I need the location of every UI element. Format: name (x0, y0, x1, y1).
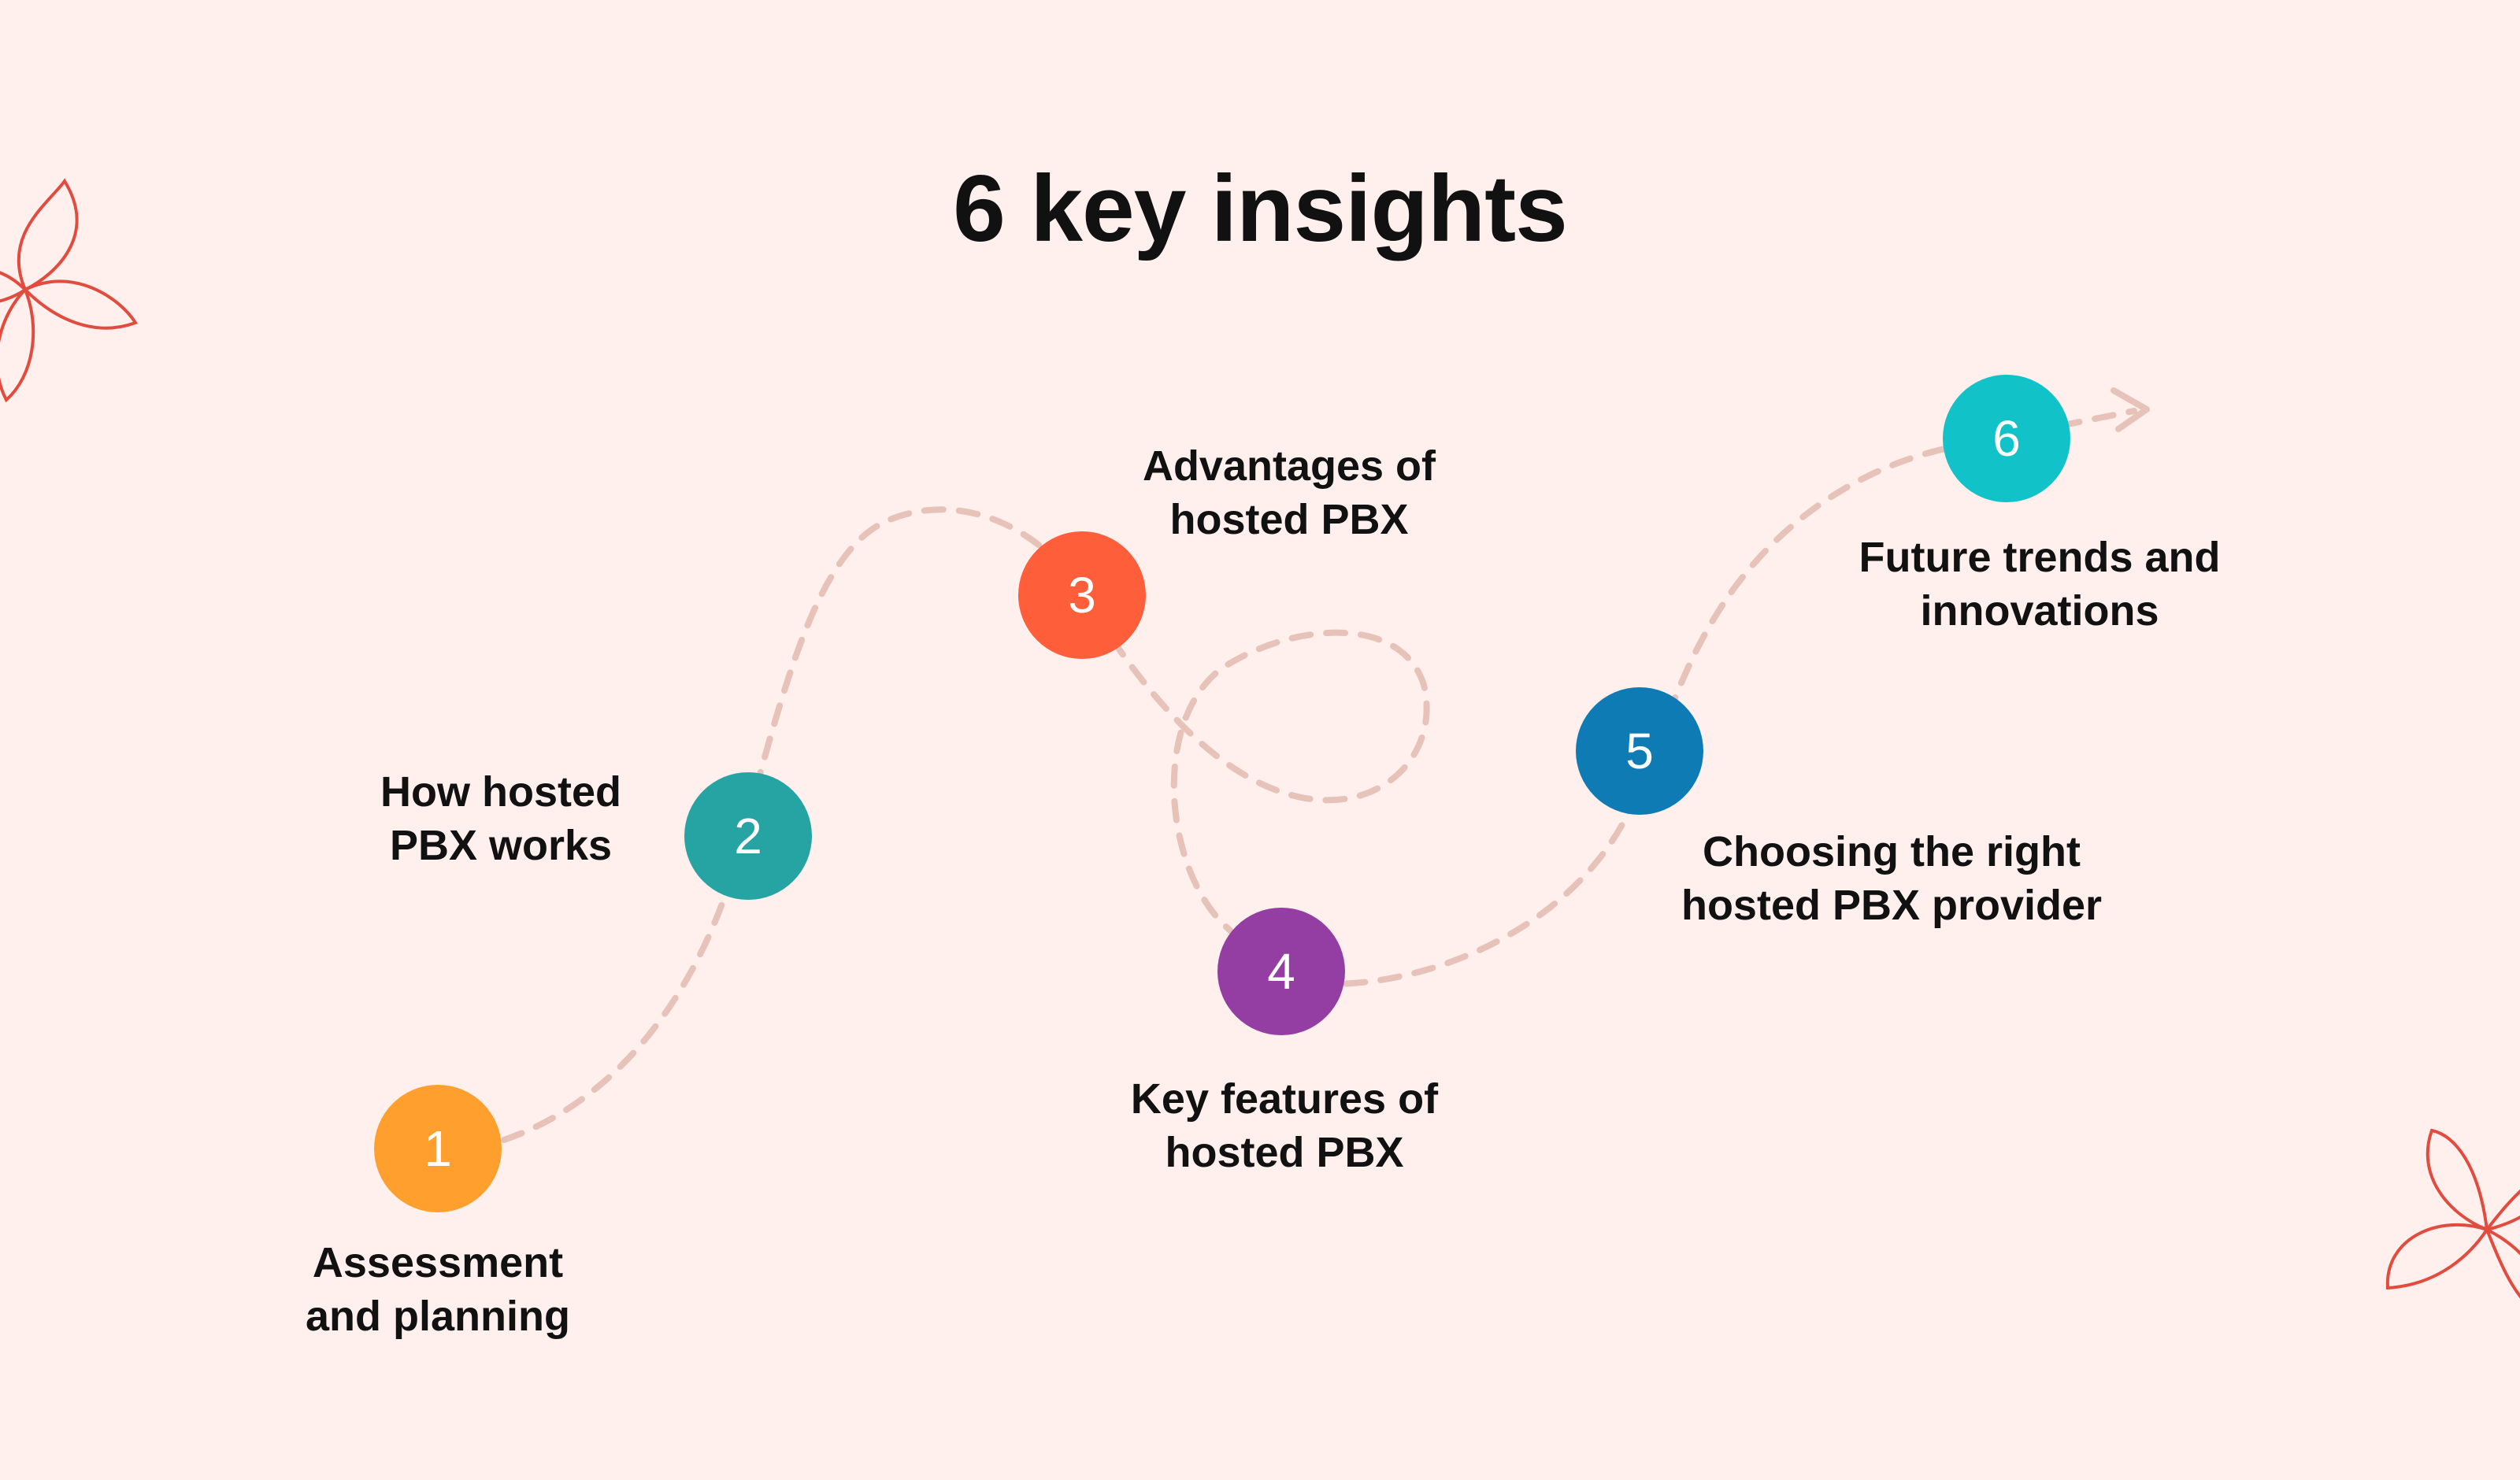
step-1-marker: 1 (374, 1085, 502, 1212)
step-2-label: How hosted PBX works (343, 765, 658, 872)
step-3-label-line-2: hosted PBX (1169, 496, 1409, 543)
step-5-label: Choosing the right hosted PBX provider (1616, 825, 2167, 932)
step-4-marker: 4 (1217, 908, 1345, 1035)
step-1-label-line-2: and planning (306, 1293, 570, 1340)
step-3-label: Advantages of hosted PBX (1092, 439, 1486, 546)
step-6-label-line-1: Future trends and (1858, 534, 2221, 581)
step-2-marker: 2 (684, 772, 812, 900)
step-2-label-line-1: How hosted (380, 768, 621, 816)
step-4-number: 4 (1267, 943, 1295, 1000)
flower-outline-icon (2385, 1128, 2520, 1299)
step-6-label-line-2: innovations (1920, 587, 2159, 635)
arrow-right-icon (2110, 387, 2150, 432)
step-5-marker: 5 (1576, 687, 1703, 815)
step-6-number: 6 (1992, 410, 2021, 467)
step-4-label-line-1: Key features of (1130, 1075, 1439, 1123)
step-3-marker: 3 (1018, 531, 1146, 659)
step-3-label-line-1: Advantages of (1142, 442, 1436, 490)
step-2-label-line-2: PBX works (389, 822, 613, 869)
step-5-number: 5 (1625, 723, 1654, 779)
step-6-marker: 6 (1943, 375, 2070, 502)
step-4-label: Key features of hosted PBX (1088, 1072, 1481, 1179)
step-5-label-line-1: Choosing the right (1703, 828, 2081, 875)
step-3-number: 3 (1068, 567, 1096, 623)
step-1-label: Assessment and planning (280, 1236, 595, 1343)
step-5-label-line-2: hosted PBX provider (1681, 882, 2103, 929)
step-6-label: Future trends and innovations (1803, 531, 2276, 638)
flower-outline-icon (0, 178, 139, 403)
step-2-number: 2 (734, 808, 762, 864)
step-1-label-line-1: Assessment (312, 1239, 564, 1286)
page-title: 6 key insights (953, 156, 1568, 261)
step-1-number: 1 (424, 1120, 452, 1177)
step-4-label-line-2: hosted PBX (1165, 1129, 1404, 1176)
